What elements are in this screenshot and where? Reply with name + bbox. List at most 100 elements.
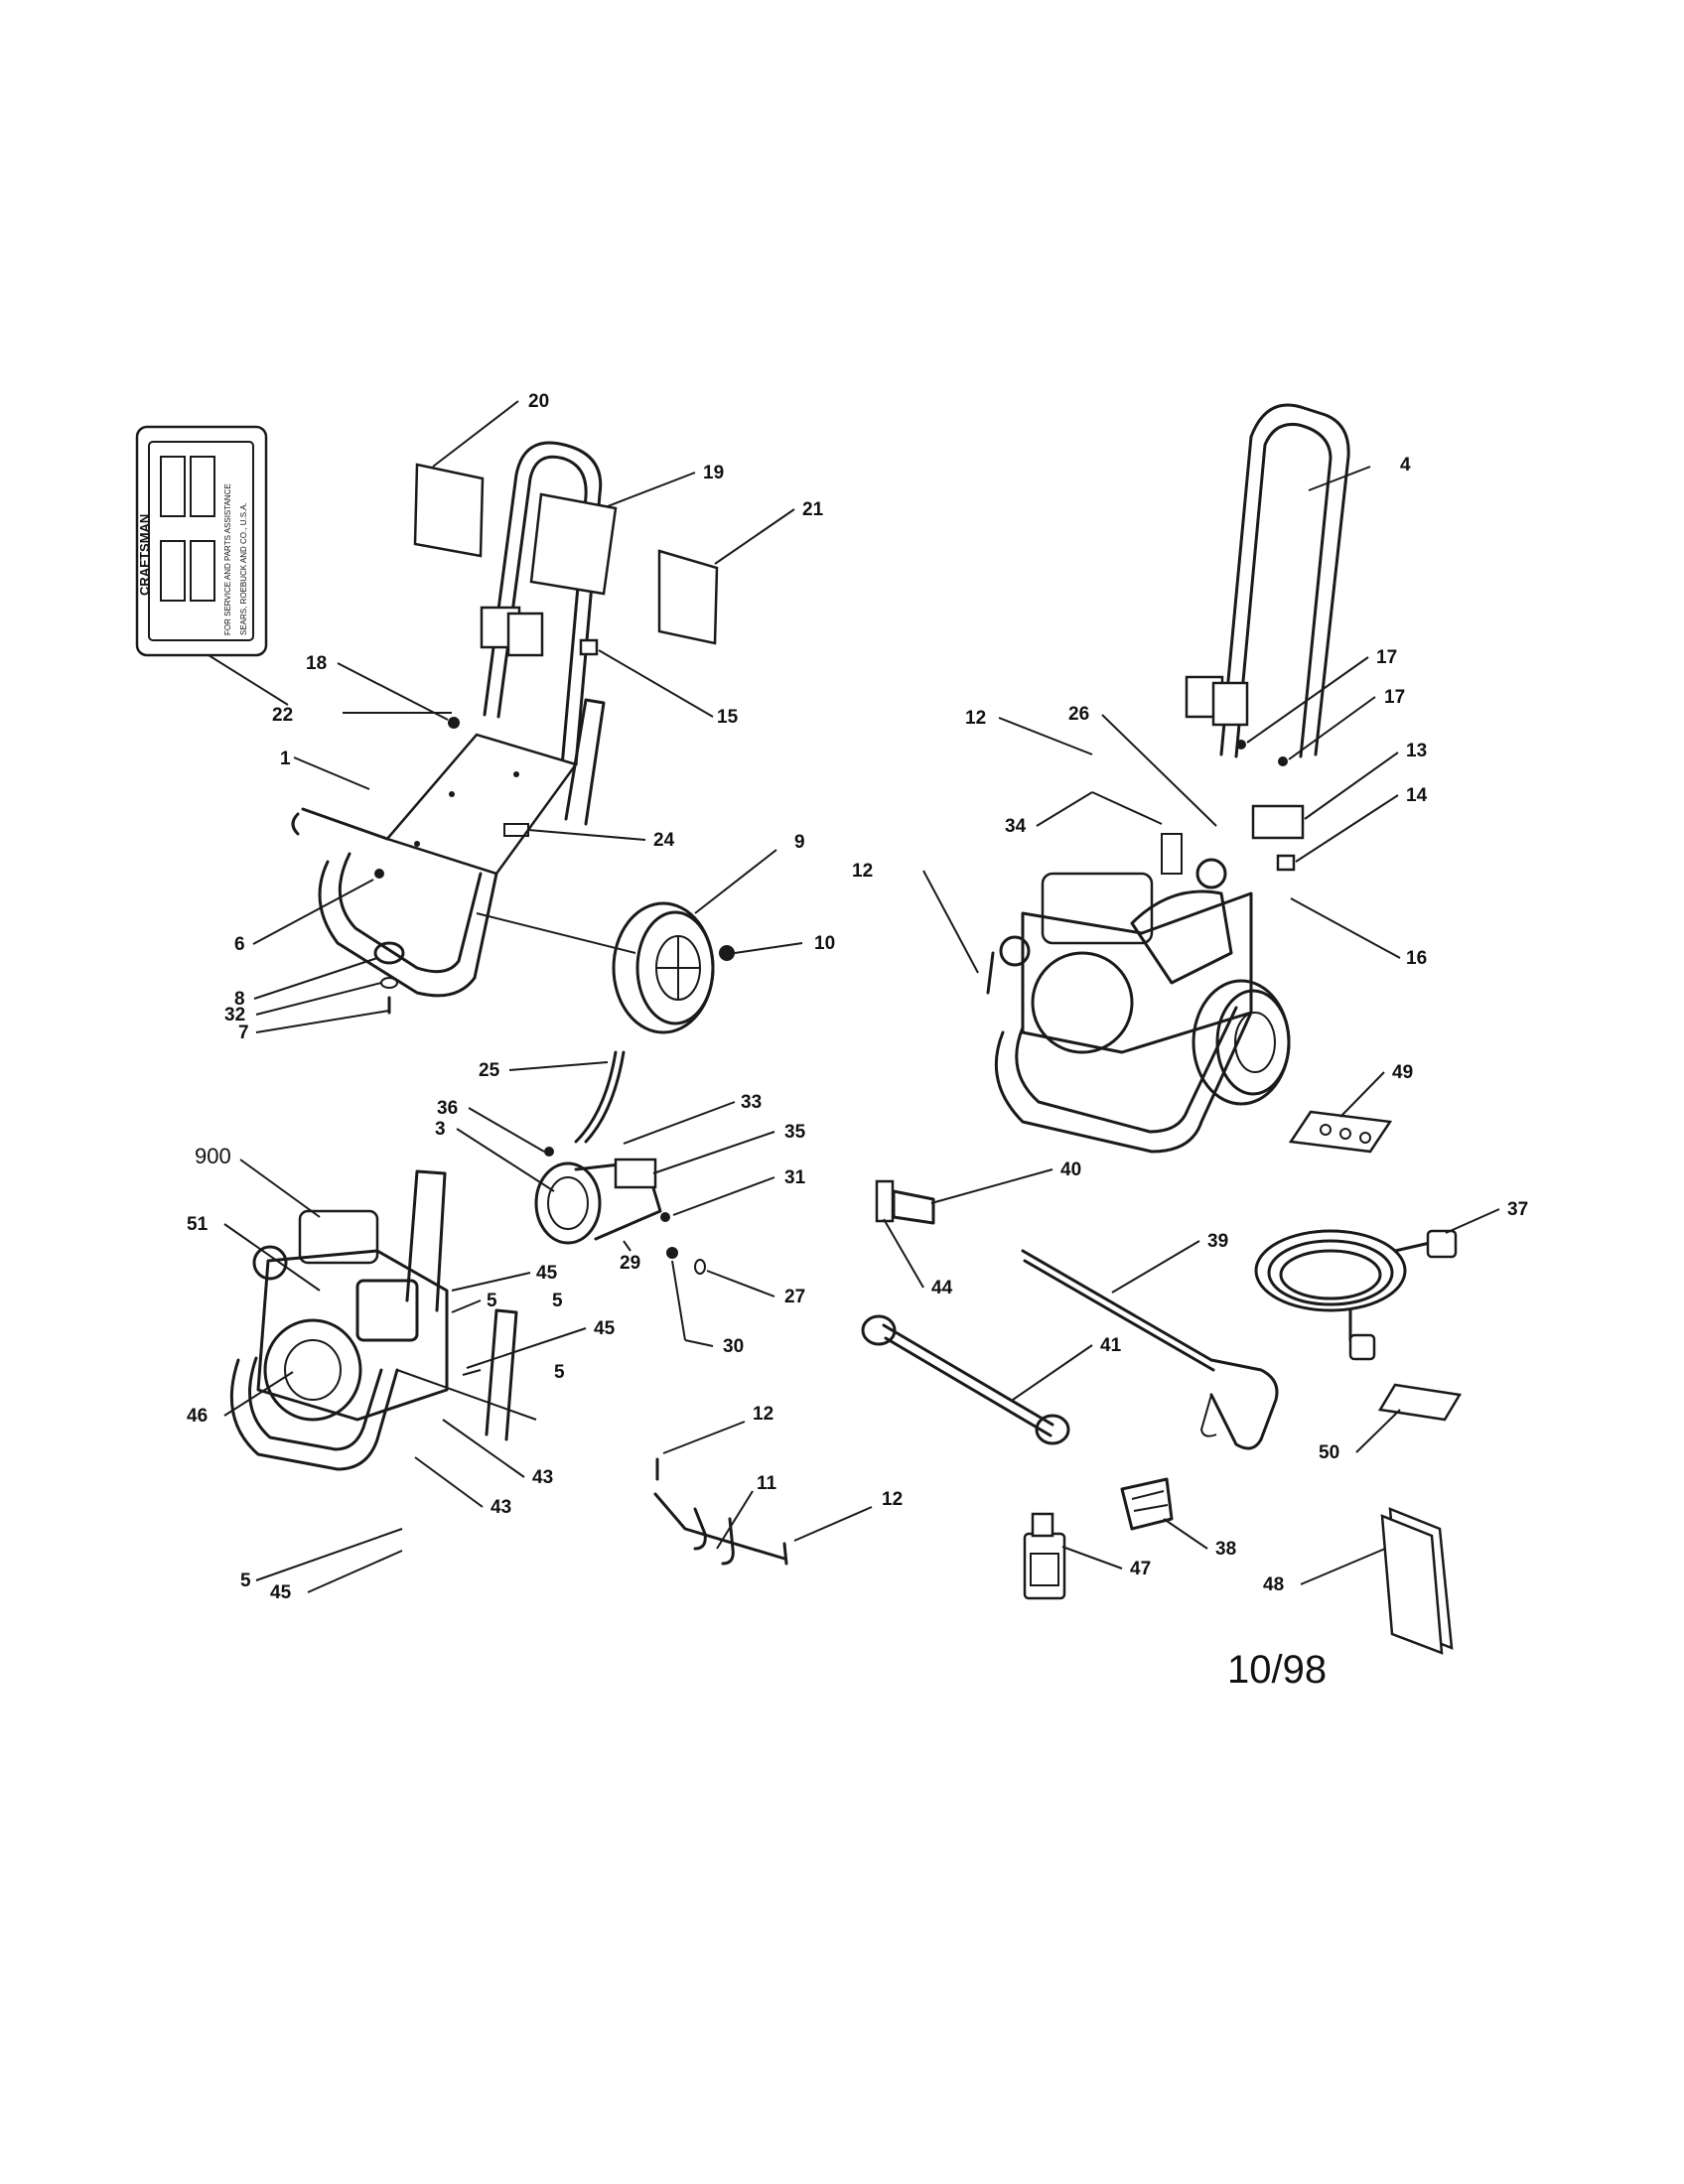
callout-45-c: 45 bbox=[270, 1582, 292, 1603]
part-32-washer bbox=[380, 977, 398, 989]
part-49-oring-kit bbox=[1288, 1110, 1393, 1154]
part-21-decal bbox=[657, 549, 719, 645]
callout-15: 15 bbox=[717, 707, 739, 728]
part-50-kit bbox=[1377, 1383, 1463, 1422]
callout-5-b: 5 bbox=[554, 1362, 565, 1383]
callout-7: 7 bbox=[238, 1023, 249, 1043]
callout-17-b: 17 bbox=[1384, 687, 1405, 708]
callout-5-a: 5 bbox=[552, 1291, 563, 1311]
callout-26: 26 bbox=[1068, 704, 1089, 725]
callout-35: 35 bbox=[784, 1122, 806, 1143]
part-27-cap bbox=[694, 1259, 706, 1275]
part-30-oring bbox=[666, 1247, 678, 1259]
part-900-engine-assembly bbox=[229, 1169, 537, 1471]
callout-labels: 1 3 4 5 5 5 5 6 7 8 9 10 11 12 12 12 12 … bbox=[187, 391, 1528, 1603]
part-18-cap bbox=[448, 717, 460, 729]
part-25-hose bbox=[574, 1050, 618, 1144]
part-20-decal bbox=[413, 463, 485, 558]
callout-12-d: 12 bbox=[882, 1489, 903, 1510]
part-8-rubber-foot bbox=[373, 941, 405, 965]
callout-5-c: 5 bbox=[240, 1570, 251, 1591]
part-10-wheel-nut bbox=[719, 945, 735, 961]
callout-17-a: 17 bbox=[1376, 647, 1397, 668]
callout-12-b: 12 bbox=[852, 861, 873, 882]
callout-9: 9 bbox=[794, 832, 805, 853]
callout-1: 1 bbox=[280, 749, 291, 769]
callout-29: 29 bbox=[620, 1253, 640, 1274]
callout-37: 37 bbox=[1507, 1199, 1528, 1220]
part-47-oil-bottle bbox=[1023, 1512, 1066, 1600]
callout-38: 38 bbox=[1215, 1539, 1236, 1560]
callout-45-a: 45 bbox=[536, 1263, 558, 1284]
part-9-wheel bbox=[612, 901, 715, 1034]
decal-22-brand: CRAFTSMAN bbox=[137, 514, 152, 596]
part-48-owners-manual bbox=[1380, 1507, 1454, 1655]
part-15-cap bbox=[579, 638, 599, 656]
part-22-serial-decal: CRAFTSMAN FOR SERVICE AND PARTS ASSISTAN… bbox=[135, 425, 268, 657]
callout-27: 27 bbox=[784, 1287, 805, 1307]
decal-22-line-2: SEARS, ROEBUCK AND CO., U.S.A. bbox=[239, 502, 248, 635]
callout-33: 33 bbox=[741, 1092, 762, 1113]
part-6-bolt bbox=[374, 869, 384, 879]
callout-6: 6 bbox=[234, 934, 245, 955]
part-17-washer-a bbox=[1236, 740, 1246, 750]
callout-45-b: 45 bbox=[594, 1318, 616, 1339]
part-36-oring bbox=[544, 1147, 554, 1157]
callout-10: 10 bbox=[814, 933, 835, 954]
part-41-extension-wand bbox=[861, 1314, 1070, 1445]
decal-22-line-1: FOR SERVICE AND PARTS ASSISTANCE bbox=[223, 483, 232, 635]
part-1-frame bbox=[291, 441, 636, 998]
callout-14: 14 bbox=[1406, 785, 1428, 806]
callout-43-a: 43 bbox=[532, 1467, 553, 1488]
callout-21: 21 bbox=[802, 499, 824, 520]
callout-16: 16 bbox=[1406, 948, 1427, 969]
callout-49: 49 bbox=[1392, 1062, 1413, 1083]
callout-34: 34 bbox=[1005, 816, 1027, 837]
callout-43-b: 43 bbox=[491, 1497, 511, 1518]
callout-12-a: 12 bbox=[965, 708, 986, 729]
callout-51: 51 bbox=[187, 1214, 209, 1235]
part-38-nozzle bbox=[1120, 1477, 1174, 1531]
callout-50: 50 bbox=[1319, 1442, 1339, 1463]
part-37-hose bbox=[1254, 1229, 1458, 1361]
part-44-bracket bbox=[875, 1179, 895, 1223]
callout-44: 44 bbox=[931, 1278, 953, 1298]
part-31-oring bbox=[660, 1212, 670, 1222]
part-11-hose-hanger bbox=[653, 1492, 786, 1566]
callout-48: 48 bbox=[1263, 1574, 1284, 1595]
callout-3: 3 bbox=[435, 1119, 446, 1140]
callout-5-d: 5 bbox=[487, 1291, 497, 1311]
date-code: 10/98 bbox=[1227, 1648, 1328, 1692]
callout-47: 47 bbox=[1130, 1559, 1151, 1579]
callout-32: 32 bbox=[224, 1005, 245, 1025]
callout-leaders bbox=[208, 400, 1500, 1593]
part-40-nozzle bbox=[892, 1189, 935, 1225]
callout-30: 30 bbox=[723, 1336, 744, 1357]
part-17-washer-b bbox=[1278, 756, 1288, 766]
callout-19: 19 bbox=[703, 463, 724, 483]
callout-900: 900 bbox=[195, 1144, 231, 1168]
callout-18: 18 bbox=[306, 653, 327, 674]
callout-25: 25 bbox=[479, 1060, 500, 1081]
callout-22: 22 bbox=[272, 705, 293, 726]
assembled-unit bbox=[986, 403, 1350, 1154]
callout-11: 11 bbox=[757, 1473, 777, 1494]
callout-8: 8 bbox=[234, 989, 245, 1010]
callout-20: 20 bbox=[528, 391, 549, 412]
part-19-decal bbox=[529, 492, 618, 596]
frame-deck-plate bbox=[384, 733, 579, 876]
callout-46: 46 bbox=[187, 1406, 208, 1427]
part-3-pump bbox=[534, 1158, 662, 1245]
callout-24: 24 bbox=[653, 830, 675, 851]
callout-4: 4 bbox=[1400, 455, 1411, 476]
callout-40: 40 bbox=[1060, 1160, 1081, 1180]
part-14-cap bbox=[1276, 854, 1296, 872]
callout-13: 13 bbox=[1406, 741, 1427, 761]
part-13-bracket bbox=[1251, 804, 1305, 840]
callout-39: 39 bbox=[1207, 1231, 1228, 1252]
callout-41: 41 bbox=[1100, 1335, 1122, 1356]
callout-31: 31 bbox=[784, 1167, 806, 1188]
part-39-spray-gun bbox=[1021, 1249, 1279, 1450]
